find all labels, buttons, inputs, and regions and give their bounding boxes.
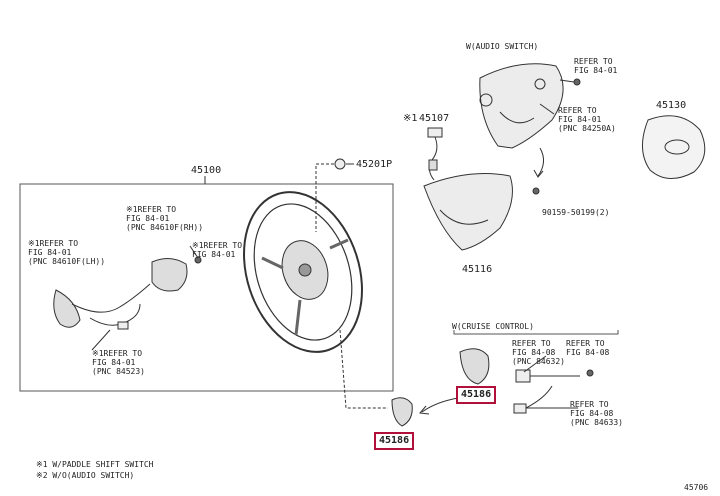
section-label-audio-switch: W(AUDIO SWITCH)	[466, 42, 539, 51]
part-label-45201p: 45201P	[356, 159, 393, 170]
part-label-45186-cruise: 45186	[456, 386, 497, 404]
part-label-45107-mark: ※1	[403, 113, 418, 124]
ref-note-84250a: REFER TO FIG 84-01 (PNC 84250A)	[558, 106, 616, 133]
ref-note-84610f-rh: ※1REFER TO FIG 84-01 (PNC 84610F(RH))	[126, 205, 204, 232]
cruise-switch-illustration	[459, 348, 580, 414]
footnote-audio-switch: ※2 W/O(AUDIO SWITCH)	[36, 471, 135, 480]
part-label-45130: 45130	[656, 100, 687, 111]
part-label-bolt-90159: 90159-50199(2)	[542, 208, 610, 217]
ref-note-84633: REFER TO FIG 84-08 (PNC 84633)	[570, 400, 623, 427]
part-label-45116: 45116	[462, 264, 493, 275]
part-label-45186-lower: 45186	[374, 432, 415, 450]
ref-note-84610f-lh: ※1REFER TO FIG 84-01 (PNC 84610F(LH))	[28, 239, 106, 266]
cable-45107-illustration	[427, 127, 443, 181]
bolt-45201p-illustration	[334, 158, 354, 170]
section-label-cruise-control: W(CRUISE CONTROL)	[452, 322, 534, 331]
ref-note-84-01-right: ※1REFER TO FIG 84-01	[192, 241, 243, 259]
audio-switch-cover-illustration	[479, 63, 564, 149]
ref-note-84-01-audio: REFER TO FIG 84-01	[574, 57, 618, 75]
ref-note-84523: ※1REFER TO FIG 84-01 (PNC 84523)	[92, 349, 145, 376]
horn-pad-45130-illustration	[642, 115, 706, 179]
paddle-switch-illustration	[53, 258, 188, 330]
lower-cover-45116-illustration	[423, 173, 513, 251]
part-label-45107: 45107	[419, 113, 450, 124]
part-label-45100: 45100	[191, 165, 222, 176]
steering-wheel-illustration	[243, 191, 363, 353]
bracket-45186-illustration	[391, 397, 413, 427]
assembly-box-45100	[19, 183, 394, 392]
figure-id: 45706	[684, 483, 709, 492]
ref-note-84-08: REFER TO FIG 84-08	[566, 339, 610, 357]
footnote-paddle-shift: ※1 W/PADDLE SHIFT SWITCH	[36, 460, 154, 469]
ref-note-84632: REFER TO FIG 84-08 (PNC 84632)	[512, 339, 565, 366]
